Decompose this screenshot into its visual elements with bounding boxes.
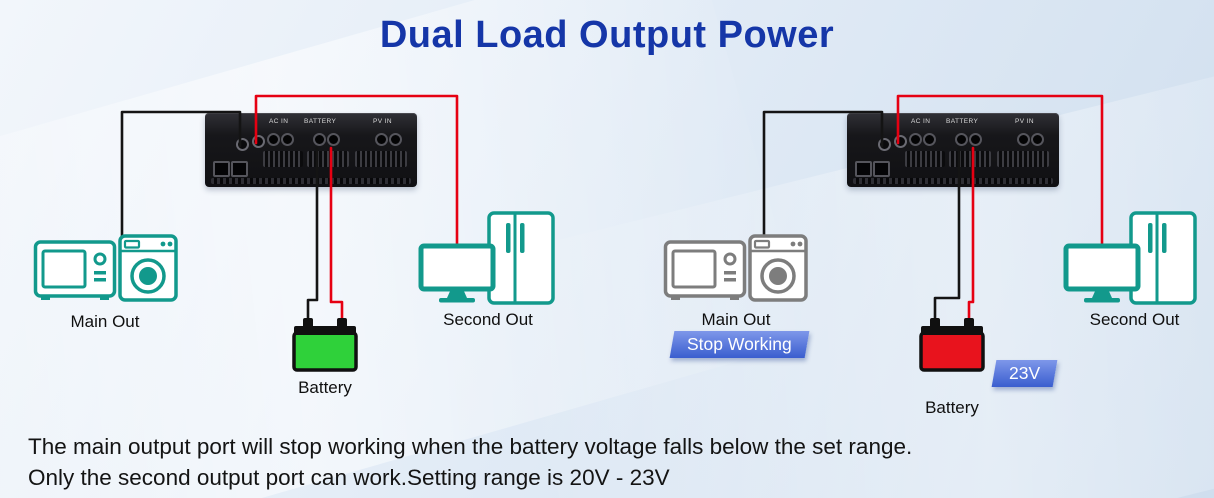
device-label-ac-in: AC IN (911, 118, 931, 125)
microwave-icon (663, 238, 747, 302)
load-port-red (252, 135, 265, 148)
washing-machine-icon (118, 234, 178, 304)
battery-icon-red (918, 318, 986, 372)
rj45-port (213, 161, 230, 177)
second-out-label-left: Second Out (443, 310, 533, 329)
device-label-pv-in: PV IN (373, 118, 392, 125)
battery-terminal (969, 133, 982, 146)
stop-working-badge: Stop Working (669, 331, 810, 358)
monitor-icon (1063, 243, 1141, 305)
voltage-text: 23V (1009, 363, 1041, 383)
ac-terminal (267, 133, 280, 146)
page-title: Dual Load Output Power (379, 14, 835, 56)
device-label-ac-in: AC IN (269, 118, 289, 125)
vent-grille (949, 151, 991, 167)
battery-terminal (955, 133, 968, 146)
vent-grille (355, 151, 407, 167)
monitor-icon (418, 243, 496, 305)
pv-terminal (375, 133, 388, 146)
bottom-vent-strip (211, 178, 411, 184)
rj45-port (855, 161, 872, 177)
second-out-label-right: Second Out (1089, 310, 1180, 329)
microwave-icon (33, 238, 117, 302)
battery-terminal (313, 133, 326, 146)
battery-label-right: Battery (925, 398, 979, 417)
description-line-1: The main output port will stop working w… (28, 434, 913, 459)
description-text: The main output port will stop working w… (28, 431, 912, 493)
battery-terminal (327, 133, 340, 146)
load-port-black (878, 138, 891, 151)
battery-icon-green (291, 318, 359, 372)
main-out-label-right: Main Out (701, 310, 771, 329)
device-label-pv-in: PV IN (1015, 118, 1034, 125)
vent-grille (997, 151, 1049, 167)
vent-grille (307, 151, 349, 167)
voltage-badge: 23V (991, 360, 1058, 387)
load-port-black (236, 138, 249, 151)
bottom-vent-strip (853, 178, 1053, 184)
charge-controller-left: AC IN BATTERY PV IN (205, 113, 417, 187)
washing-machine-icon (748, 234, 808, 304)
load-port-red (894, 135, 907, 148)
device-label-battery: BATTERY (304, 118, 337, 125)
ac-terminal (281, 133, 294, 146)
pv-terminal (1031, 133, 1044, 146)
pv-terminal (389, 133, 402, 146)
main-out-label-left: Main Out (70, 312, 140, 331)
charge-controller-right: AC IN BATTERY PV IN (847, 113, 1059, 187)
device-label-battery: BATTERY (946, 118, 979, 125)
rj45-port (873, 161, 890, 177)
vent-grille (263, 151, 303, 167)
stop-working-text: Stop Working (687, 334, 792, 354)
vent-grille (905, 151, 945, 167)
description-line-2: Only the second output port can work.Set… (28, 465, 670, 490)
battery-label-left: Battery (298, 378, 352, 397)
rj45-port (231, 161, 248, 177)
refrigerator-icon (486, 210, 556, 306)
pv-terminal (1017, 133, 1030, 146)
ac-terminal (923, 133, 936, 146)
ac-terminal (909, 133, 922, 146)
